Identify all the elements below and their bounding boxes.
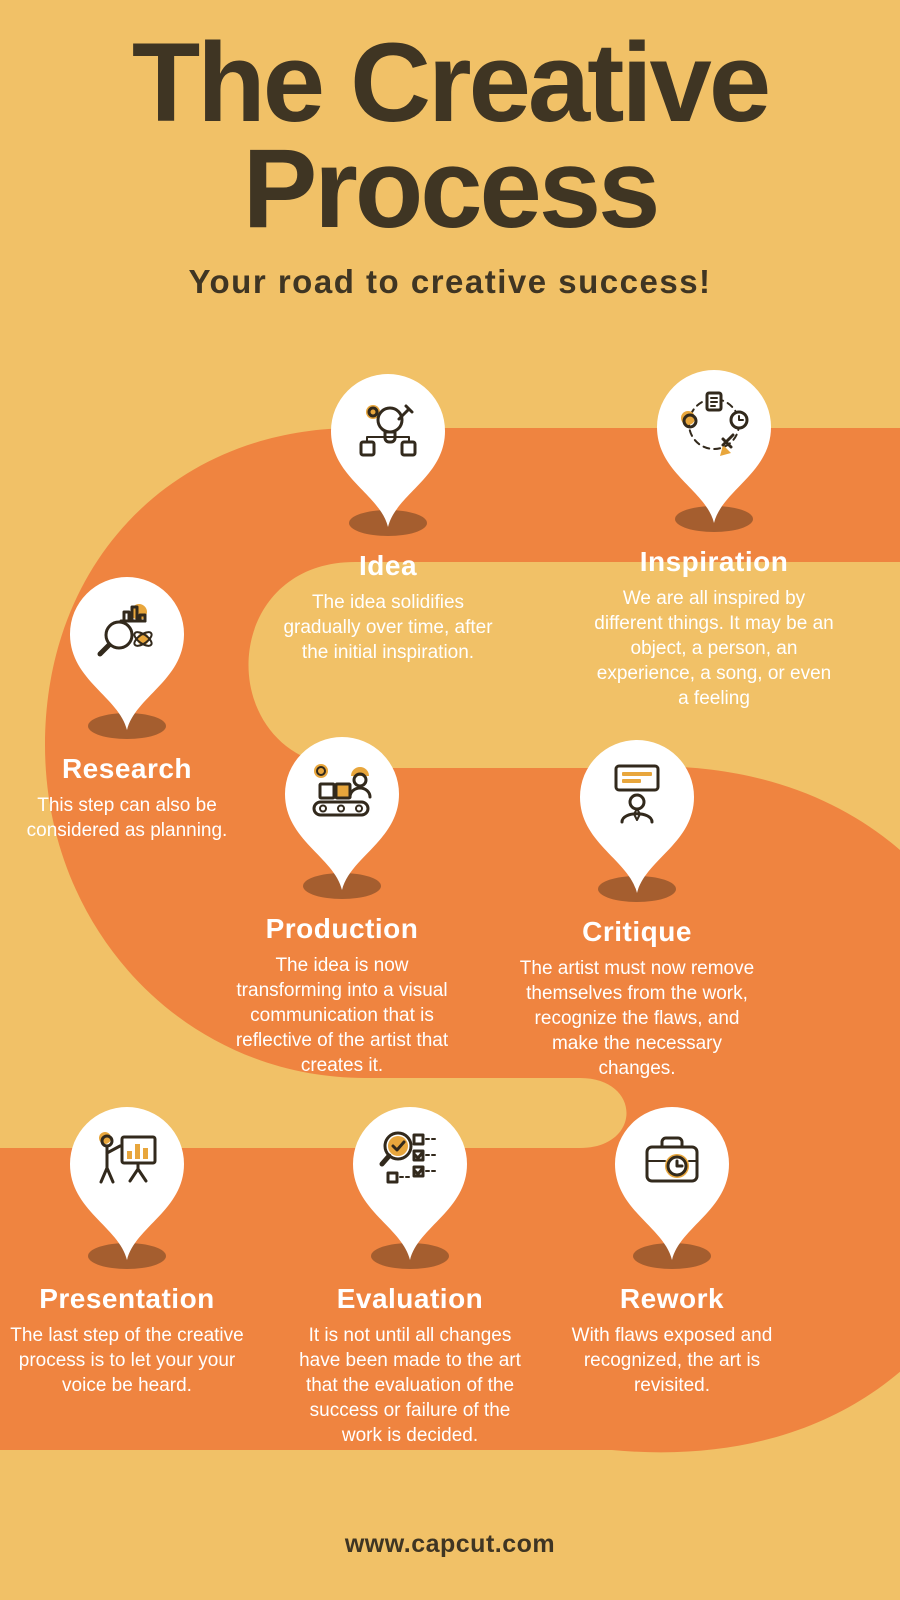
inspiration-icon (681, 391, 749, 456)
step-description-production: The idea is now transforming into a visu… (235, 955, 449, 1077)
map-pin-critique (578, 738, 696, 908)
step-description-rework: With flaws exposed and recognized, the a… (571, 1325, 773, 1397)
step-description-critique: The artist must now remove themselves fr… (519, 958, 755, 1080)
step-inspiration: Inspiration We are all inspired by diffe… (592, 368, 836, 711)
map-pin-shape (353, 1107, 467, 1260)
step-description-inspiration: We are all inspired by different things.… (594, 588, 834, 710)
step-description-research: This step can also be considered as plan… (26, 795, 228, 842)
map-pin-shape (615, 1107, 729, 1260)
map-pin-research (68, 575, 186, 745)
step-label-critique: Critique (582, 916, 692, 947)
title-line-1: The Creative (131, 20, 771, 145)
map-pin-production (283, 735, 401, 905)
map-pin-shape (580, 740, 694, 893)
step-description-idea: The idea solidifies gradually over time,… (283, 592, 493, 664)
map-pin-evaluation (351, 1105, 469, 1275)
step-rework: Rework With flaws exposed and recognized… (552, 1105, 792, 1398)
map-pin-shape (657, 370, 771, 523)
footer-url: www.capcut.com (344, 1530, 556, 1558)
evaluation-icon (379, 1131, 439, 1184)
title-line-2: Process (242, 126, 661, 252)
step-critique: Critique The artist must now remove them… (512, 738, 762, 1081)
rework-icon (645, 1136, 699, 1183)
presentation-icon (99, 1132, 157, 1184)
step-label-presentation: Presentation (39, 1283, 215, 1314)
step-label-idea: Idea (358, 550, 418, 581)
step-label-rework: Rework (619, 1283, 725, 1314)
step-label-production: Production (265, 913, 419, 944)
step-evaluation: Evaluation It is not until all changes h… (288, 1105, 532, 1448)
step-presentation: Presentation The last step of the creati… (5, 1105, 249, 1398)
map-pin-shape (70, 577, 184, 730)
step-label-inspiration: Inspiration (639, 546, 789, 577)
critique-icon (614, 764, 660, 824)
step-description-evaluation: It is not until all changes have been ma… (299, 1325, 521, 1447)
footer: www.capcut.com (0, 1530, 900, 1559)
map-pin-inspiration (655, 368, 773, 538)
map-pin-rework (613, 1105, 731, 1275)
step-description-presentation: The last step of the creative process is… (10, 1325, 244, 1397)
map-pin-presentation (68, 1105, 186, 1275)
research-icon (97, 604, 153, 657)
production-icon (312, 764, 372, 817)
step-label-evaluation: Evaluation (336, 1283, 484, 1314)
map-pin-shape (331, 374, 445, 527)
step-production: Production The idea is now transforming … (230, 735, 454, 1078)
step-label-research: Research (61, 753, 193, 784)
subtitle: Your road to creative success! (188, 262, 712, 300)
step-idea: Idea The idea solidifies gradually over … (278, 372, 498, 665)
idea-icon (359, 404, 417, 457)
step-research: Research This step can also be considere… (17, 575, 237, 843)
map-pin-idea (329, 372, 447, 542)
